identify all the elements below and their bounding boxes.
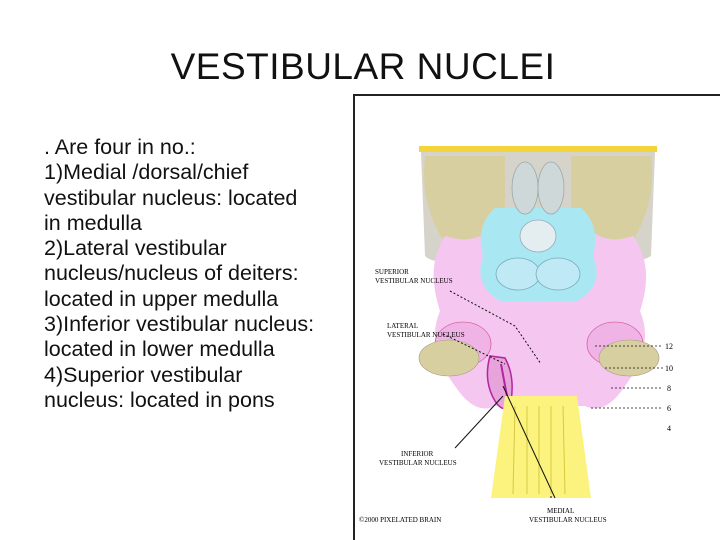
bullet-line: 2)Lateral vestibular [44,236,227,261]
label-superior-2: VESTIBULAR NUCLEUS [375,277,453,285]
nerve-12: 12 [665,342,673,351]
leader-lateral [442,333,506,365]
copyright-text: ©2000 PIXELATED BRAIN [359,516,441,524]
bullet-list: . Are four in no.: 1)Medial /dorsal/chie… [44,135,354,413]
label-inferior-2: VESTIBULAR NUCLEUS [379,459,457,467]
bullet-line: . Are four in no.: [44,135,196,159]
bullet-line: 1)Medial /dorsal/chief [44,160,249,185]
bullet-line: located in lower medulla [44,337,275,362]
label-medial-2: VESTIBULAR NUCLEUS [529,516,607,524]
label-medial-1: MEDIAL [547,507,574,515]
nerve-4: 4 [667,424,671,433]
colliculus-right [535,257,581,291]
label-superior-1: SUPERIOR [375,268,409,276]
label-inferior-1: INFERIOR [401,450,434,458]
nerve-8: 8 [667,384,671,393]
label-lateral-2: VESTIBULAR NUCLEUS [387,331,465,339]
yellow-region [491,396,591,498]
tan-lobe-left [418,339,480,377]
brainstem-figure: SUPERIOR VESTIBULAR NUCLEUS LATERAL VEST… [353,94,720,540]
leader-superior [449,290,542,365]
midline-lobe-left [511,161,539,215]
label-lateral-1: LATERAL [387,322,418,330]
leader-inferior [454,395,504,449]
bullet-line: nucleus/nucleus of deiters: [44,261,299,286]
top-band [419,146,657,152]
vestibular-marker [500,363,508,397]
midline-lobe-right [537,161,565,215]
slide-title-text: VESTIBULAR NUCLEI [170,46,556,87]
bullet-line: in medulla [44,210,142,235]
bullet-line: vestibular nucleus: located [44,185,298,210]
nerve-10: 10 [665,364,673,373]
yellow-striations [512,405,566,495]
tan-lobe-right [598,339,660,377]
colliculus-left [495,257,541,291]
brainstem-diagram: SUPERIOR VESTIBULAR NUCLEUS LATERAL VEST… [359,146,673,524]
slide-title: VESTIBULAR NUCLEI [0,46,720,88]
bullet-line: nucleus: located in pons [44,387,275,412]
nerve-6: 6 [667,404,671,413]
bullet-line: 3)Inferior vestibular nucleus: [44,312,315,337]
leader-medial [502,385,556,499]
midline-colliculus [519,219,557,253]
bullet-line: 4)Superior vestibular [44,362,243,387]
bullet-line: located in upper medulla [44,286,279,311]
